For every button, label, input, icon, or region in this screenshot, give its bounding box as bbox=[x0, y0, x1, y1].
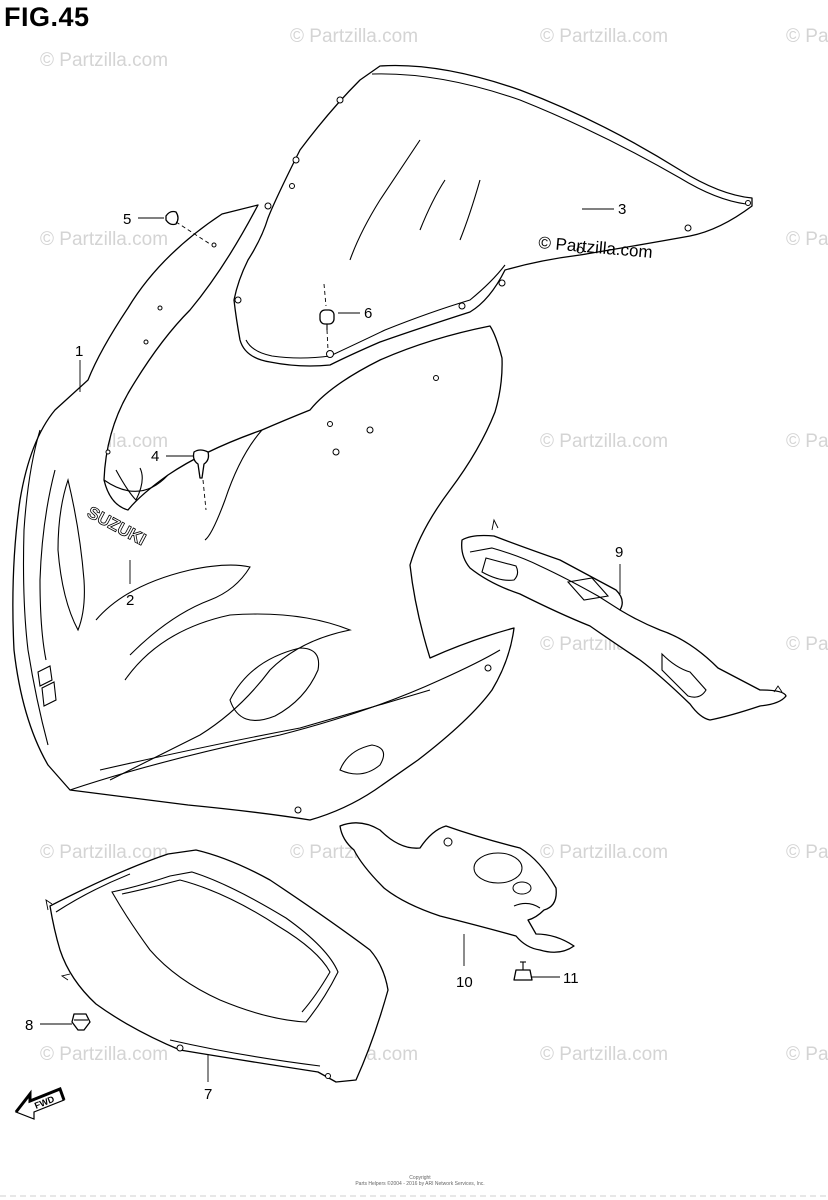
watermark: © Partzilla.com bbox=[786, 1044, 828, 1065]
watermark: © Partzilla.com bbox=[40, 50, 168, 71]
part-bracket-plate bbox=[339, 822, 575, 953]
watermark: © Partzilla.com bbox=[786, 842, 828, 863]
callout-9: 9 bbox=[615, 544, 623, 561]
watermark: © Partzilla.com bbox=[40, 842, 168, 863]
copyright-notice: Copyright Parts Helpers ©2004 - 2016 by … bbox=[300, 1175, 540, 1187]
callout-5: 5 bbox=[123, 211, 131, 228]
callout-10: 10 bbox=[456, 974, 473, 991]
figure-title: FIG.45 bbox=[4, 2, 90, 32]
fastener-screw-4 bbox=[192, 449, 210, 479]
copyright-line: Parts Helpers ©2004 - 2016 by ARI Networ… bbox=[355, 1181, 485, 1187]
part-inner-panel bbox=[461, 518, 787, 721]
callout-8: 8 bbox=[25, 1017, 33, 1034]
fastener-bolt-11 bbox=[513, 961, 533, 981]
fastener-screw-6 bbox=[319, 309, 335, 330]
callout-11: 11 bbox=[563, 970, 579, 987]
callout-7: 7 bbox=[204, 1086, 212, 1103]
leader-lines bbox=[40, 208, 621, 1082]
callout-4: 4 bbox=[151, 448, 159, 465]
watermark: © Partzilla.com bbox=[290, 26, 418, 47]
watermark: © Partzilla.com bbox=[786, 431, 828, 452]
part-upper-cowling bbox=[12, 204, 515, 821]
watermark: © Partzilla.com bbox=[786, 634, 828, 655]
watermark: © Partzilla.com bbox=[40, 229, 168, 250]
fastener-screw-5 bbox=[165, 210, 179, 226]
callout-2: 2 bbox=[126, 592, 134, 609]
callout-6: 6 bbox=[364, 305, 372, 322]
watermark: © Partzilla.com bbox=[540, 431, 668, 452]
copyright-line: Copyright bbox=[409, 1175, 431, 1181]
callout-3: 3 bbox=[618, 201, 626, 218]
watermark: © Partzilla.com bbox=[786, 26, 828, 47]
watermark: © Partzilla.com bbox=[540, 26, 668, 47]
watermark: © Partzilla.com bbox=[786, 229, 828, 250]
fwd-arrow: FWD bbox=[14, 1087, 66, 1120]
watermark: © Partzilla.com bbox=[540, 842, 668, 863]
part-windscreen bbox=[233, 64, 753, 367]
watermark: © Partzilla.com bbox=[540, 1044, 668, 1065]
fastener-clip-8 bbox=[71, 1013, 91, 1031]
callout-numbers: 5 3 6 1 4 2 9 10 11 8 7 bbox=[25, 201, 626, 1103]
part-lower-cowling bbox=[45, 849, 389, 1083]
watermark: © Partzilla.com bbox=[40, 1044, 168, 1065]
callout-1: 1 bbox=[75, 343, 83, 360]
